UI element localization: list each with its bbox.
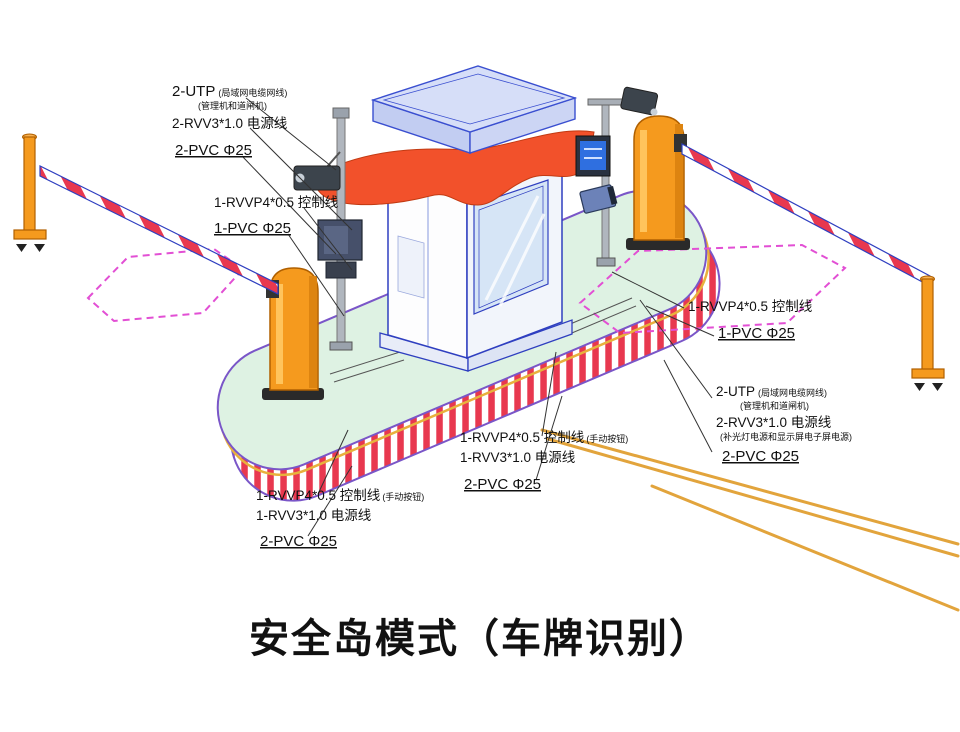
right-gate-base: [626, 238, 690, 250]
label-block-left-low: 1-RVVP4*0.5 控制线(手动按钮) 1-RVV3*1.0 电源线 2-P…: [256, 488, 424, 550]
label-pvc-left-low: 2-PVC Φ25: [260, 533, 337, 550]
left-support-post: [23, 136, 36, 232]
label-pvc-right: 1-PVC Φ25: [718, 325, 795, 342]
left-camera-pole: [293, 107, 363, 351]
right-gate-cabinet-highlight: [640, 130, 647, 232]
diagram-title: 安全岛模式（车牌识别）: [249, 616, 711, 661]
guard-booth: [313, 65, 595, 372]
road-marking-lines: [540, 428, 960, 612]
camera-bracket: [325, 151, 341, 169]
right-support-post: [921, 278, 934, 372]
left-ground-loop: [86, 247, 245, 323]
label-control-left-low: 1-RVVP4*0.5 控制线(手动按钮): [256, 488, 424, 503]
label-power-center: 1-RVV3*1.0 电源线: [460, 450, 575, 465]
left-post-base: [13, 229, 47, 240]
label-power-top: 2-RVV3*1.0 电源线: [172, 116, 287, 131]
display-screen-text-lines: [584, 148, 602, 159]
window-glare: [484, 195, 546, 307]
lpr-top-camera-lens-icon: [650, 108, 658, 116]
label-utp-top-note2: (管理机和道闸机): [198, 100, 267, 111]
label-block-right-mid: 1-RVVP4*0.5 控制线 1-PVC Φ25: [688, 299, 812, 342]
right-post-base: [911, 368, 945, 379]
label-block-left-mid: 1-RVVP4*0.5 控制线 1-PVC Φ25: [214, 195, 338, 237]
booth-window-frame: [478, 185, 544, 309]
right-camera-pole: [575, 86, 659, 267]
label-block-top-left: 2-UTP(局域网电缆网线) (管理机和道闸机) 2-RVV3*1.0 电源线 …: [172, 83, 287, 159]
label-control-left: 1-RVVP4*0.5 控制线: [214, 195, 338, 210]
label-control-right: 1-RVVP4*0.5 控制线: [688, 299, 812, 314]
label-block-right-low: 2-UTP(局域网电缆网线) (管理机和道闸机) 2-RVV3*1.0 电源线 …: [716, 384, 852, 465]
lpr-camera-unit: [579, 184, 618, 214]
lpr-top-camera-icon: [620, 86, 659, 116]
right-gate-cabinet-shade: [675, 124, 683, 238]
label-utp-top: 2-UTP(局域网电缆网线): [172, 83, 287, 100]
booth-front-panel: [397, 235, 425, 299]
left-gate-base: [262, 388, 324, 400]
booth-roof-top: [370, 65, 578, 133]
right-ground-loop: [578, 243, 847, 335]
left-barrier-gate: [13, 133, 324, 400]
pole-base-flange: [329, 341, 353, 351]
right-barrier-gate: [626, 115, 945, 391]
label-power-left-low: 1-RVV3*1.0 电源线: [256, 508, 371, 523]
lpr-pole-base-flange: [596, 257, 616, 267]
leader-lines: [241, 97, 715, 537]
right-post-arrows: [914, 383, 943, 391]
label-pvc-left: 1-PVC Φ25: [214, 220, 291, 237]
label-control-center: 1-RVVP4*0.5 控制线(手动按钮): [460, 430, 628, 445]
label-block-center-low: 1-RVVP4*0.5 控制线(手动按钮) 1-RVV3*1.0 电源线 2-P…: [460, 430, 628, 493]
left-barrier-arm: [39, 165, 279, 295]
booth-roof-top-inner: [382, 73, 566, 125]
right-barrier-arm: [681, 143, 931, 287]
lpr-pole-shaft: [601, 101, 610, 263]
label-utp-right-note2: (管理机和道闸机): [740, 400, 809, 411]
label-pvc-right-low: 2-PVC Φ25: [722, 448, 799, 465]
booth-base-side: [467, 319, 573, 372]
pole-top-mount: [332, 107, 350, 119]
label-pvc-center: 2-PVC Φ25: [464, 476, 541, 493]
label-power-right-note: (补光灯电源和显示屏电子屏电源): [720, 431, 852, 442]
label-power-right: 2-RVV3*1.0 电源线: [716, 415, 831, 430]
left-gate-cabinet-highlight: [276, 284, 283, 384]
label-pvc-top: 2-PVC Φ25: [175, 142, 252, 159]
label-utp-right: 2-UTP(局域网电缆网线): [716, 384, 827, 399]
left-post-arrows: [16, 244, 45, 252]
left-gate-cabinet-shade: [309, 276, 317, 388]
display-screen: [580, 141, 606, 170]
